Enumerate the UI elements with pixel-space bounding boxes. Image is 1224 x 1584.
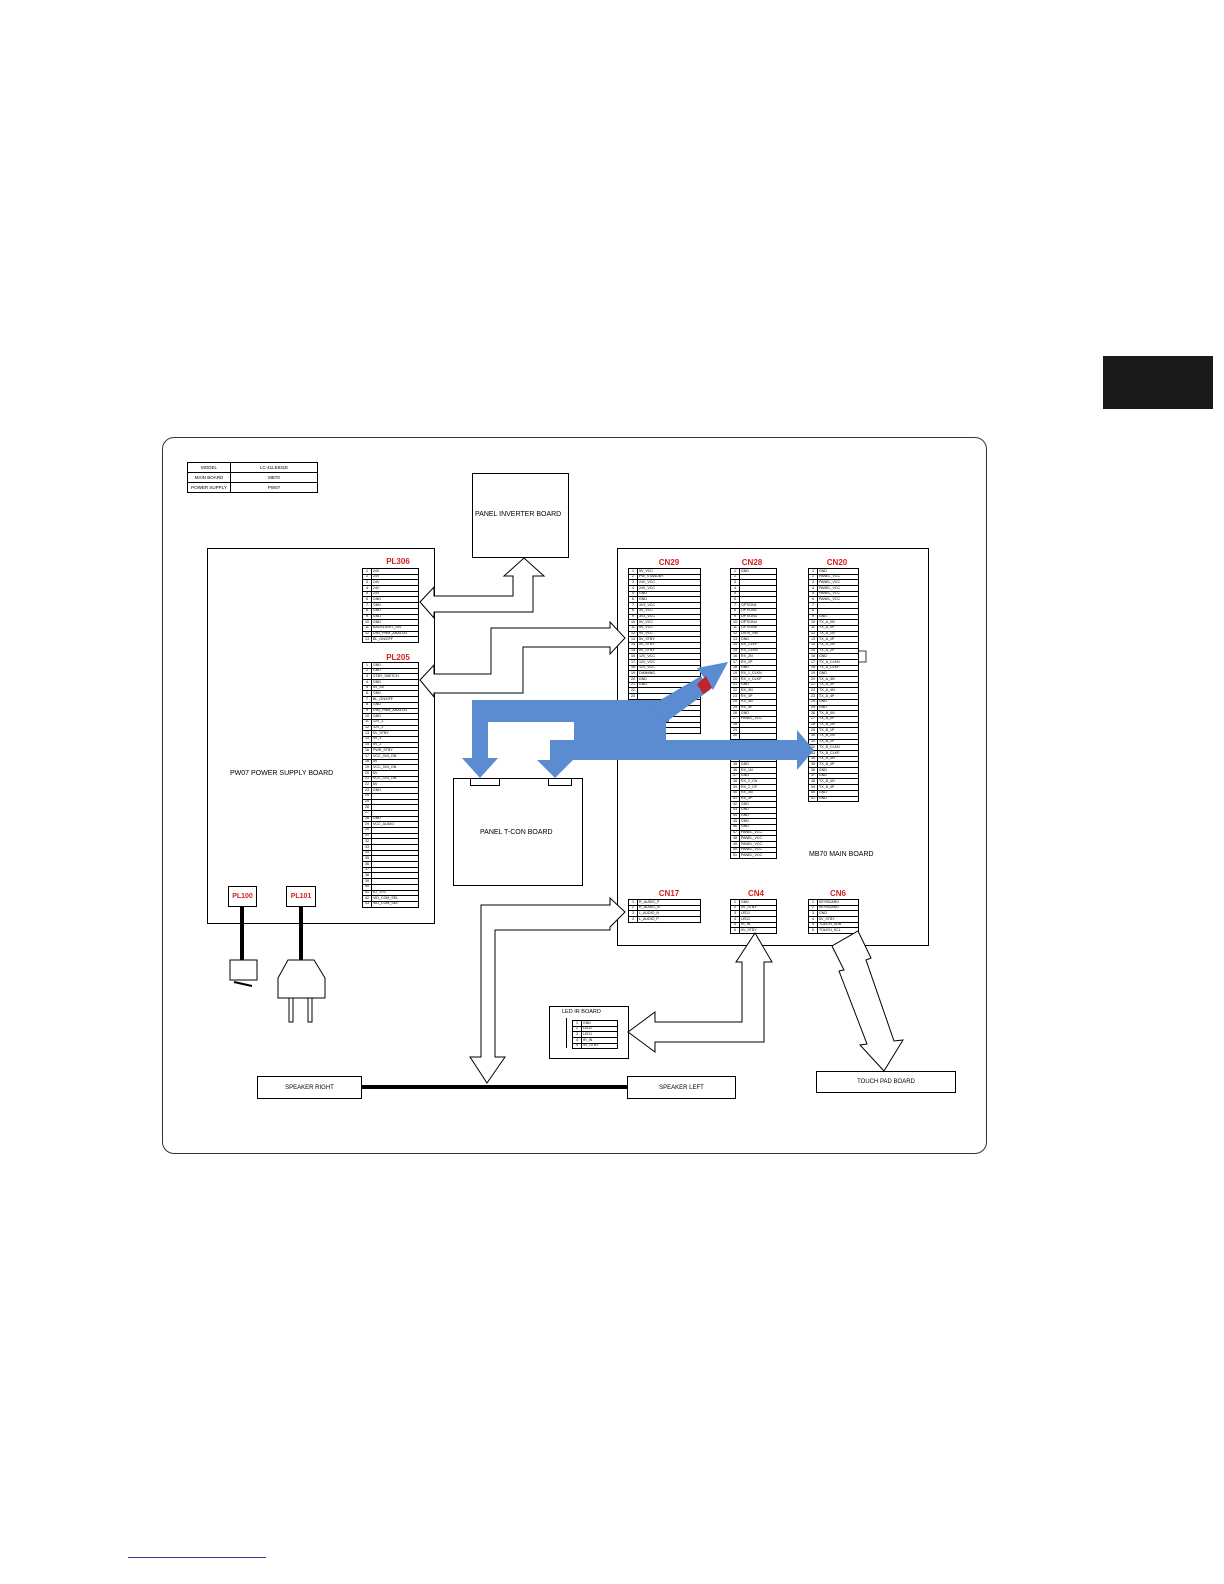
- power-supply-board: PW07 POWER SUPPLY BOARD: [207, 548, 435, 924]
- power-supply-board-label: PW07 POWER SUPPLY BOARD: [230, 770, 334, 777]
- led-ir-divider: [566, 1018, 567, 1048]
- pin-signal: 5V_STBY: [581, 1042, 618, 1050]
- arrow-pl205-cn29: [419, 620, 626, 699]
- cn6-title: CN6: [829, 889, 846, 898]
- arrow-cn4-ledir: [627, 932, 773, 1053]
- panel-inverter-board: PANEL INVERTER BOARD: [472, 473, 569, 558]
- pin-signal: L_AUDIO_P: [637, 916, 701, 923]
- pl101-plug: [277, 959, 326, 999]
- speaker-left-label: SPEAKER LEFT: [659, 1084, 704, 1091]
- speaker-right-label: SPEAKER RIGHT: [285, 1084, 334, 1091]
- arrow-cn17-speakers: [469, 896, 626, 1084]
- touch-pad-board: TOUCH PAD BOARD: [816, 1071, 956, 1093]
- main-board-label: MB70 MAIN BOARD: [809, 851, 874, 858]
- cn17-title: CN17: [658, 889, 680, 898]
- pl101-label: PL101: [290, 893, 312, 900]
- arrow-pl306-inverter: [419, 557, 546, 620]
- pl306-title: PL306: [386, 557, 410, 566]
- touch-pad-board-label: TOUCH PAD BOARD: [857, 1079, 915, 1085]
- tcon-connector-right: [548, 778, 572, 786]
- pin-signal: GND: [817, 795, 859, 803]
- pin-signal: BL_ON/OFF: [371, 636, 419, 643]
- tcon-board-label: PANEL T-CON BOARD: [480, 829, 553, 836]
- speaker-left: SPEAKER LEFT: [627, 1076, 736, 1099]
- pin-signal: LED1: [581, 1031, 618, 1039]
- section-tab: [1103, 356, 1213, 409]
- speaker-right: SPEAKER RIGHT: [257, 1076, 362, 1099]
- red-highlight: [697, 676, 712, 694]
- pin-signal: VID_COM_SEL: [371, 900, 419, 908]
- pin-signal: GND: [581, 1020, 618, 1027]
- diagram-frame: [162, 437, 987, 1154]
- cn4-title: CN4: [747, 889, 764, 898]
- tcon-connector-left: [470, 778, 500, 786]
- cn28-title: CN28: [741, 558, 763, 567]
- arrow-cn6-touchpad: [831, 930, 904, 1072]
- tcon-board: PANEL T-CON BOARD: [453, 778, 583, 886]
- pin-signal: LED2: [581, 1025, 618, 1033]
- panel-inverter-board-label: PANEL INVERTER BOARD: [475, 511, 562, 518]
- pin-signal: PANEL_VCC: [739, 852, 777, 860]
- pin-signal: 5V_STBY: [739, 927, 777, 935]
- footer-link-line: [128, 1557, 266, 1558]
- pl100-label: PL100: [232, 893, 253, 900]
- led-ir-board-label: LED IR BOARD: [562, 1009, 601, 1015]
- pl100-plug: [229, 959, 258, 981]
- model-info-value: PW07: [230, 482, 318, 493]
- pl205-title: PL205: [386, 653, 410, 662]
- cn29-title: CN29: [658, 558, 680, 567]
- lvds-flow: [462, 662, 814, 778]
- pl101-connector: PL101: [286, 886, 316, 907]
- pin-signal: IR_IN: [581, 1037, 618, 1044]
- cn20-title: CN20: [826, 558, 848, 567]
- pl100-connector: PL100: [228, 886, 257, 907]
